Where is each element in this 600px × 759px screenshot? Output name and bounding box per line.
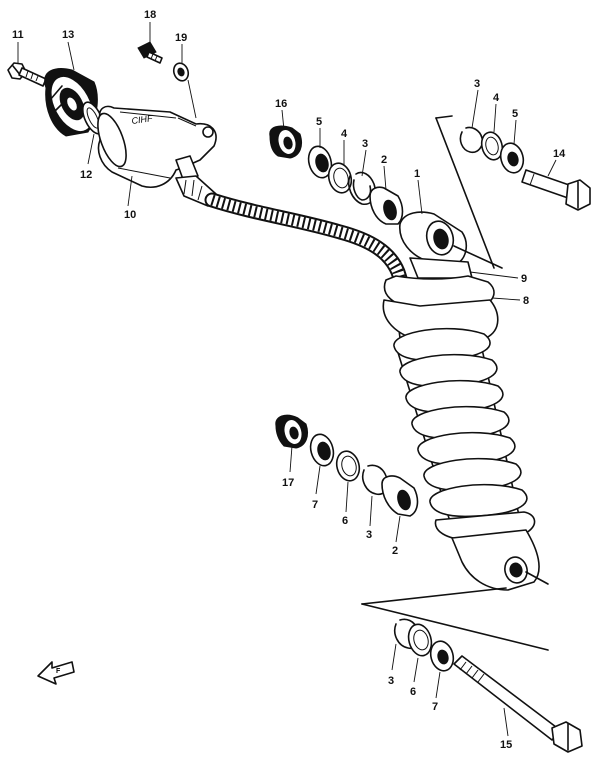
part-6-ring-lower-left [335, 450, 361, 482]
part-18-screw [137, 41, 163, 64]
part-label-15: 15 [500, 739, 512, 751]
part-label-13: 13 [62, 29, 74, 41]
part-11-bolt [7, 62, 47, 87]
part-7-washer-lower-left [309, 433, 335, 467]
part-14-upper-bolt [521, 169, 591, 211]
part-label-5-right: 5 [512, 108, 518, 120]
part-label-3-lower-right: 3 [388, 675, 394, 687]
part-label-7-lower-right: 7 [432, 701, 438, 713]
part-label-8: 8 [523, 295, 529, 307]
part-5-washer-upper [307, 145, 333, 179]
part-label-6-lower-left: 6 [342, 515, 348, 527]
part-1-upper-mount [399, 211, 468, 265]
front-arrow-text: F [56, 668, 61, 675]
part-16-bushing [269, 125, 303, 159]
part-label-11: 11 [12, 29, 24, 41]
part-label-4-right: 4 [493, 92, 500, 104]
part-label-16: 16 [275, 98, 287, 110]
part-label-4-upper: 4 [341, 128, 348, 140]
part-3-circlip-right [459, 126, 484, 154]
part-13-adjuster-knob [44, 68, 98, 137]
part-label-3-right: 3 [474, 78, 480, 90]
part-5-washer-right [499, 142, 525, 174]
part-19-washer [172, 62, 190, 82]
part-10-reservoir: CIHF [97, 105, 217, 188]
part-label-9: 9 [521, 273, 527, 285]
leader-lines [17, 22, 557, 737]
part-label-12: 12 [80, 169, 92, 181]
part-7-washer-lower-right [429, 640, 455, 672]
lower-assembly-lines [361, 571, 549, 651]
part-label-1: 1 [414, 168, 420, 180]
part-label-2-lower: 2 [392, 545, 398, 557]
part-label-3-upper: 3 [362, 138, 368, 150]
part-label-19: 19 [175, 32, 187, 44]
part-label-10: 10 [124, 209, 136, 221]
part-label-5-upper: 5 [316, 116, 322, 128]
part-2-collar-upper [369, 186, 404, 225]
part-4-ring-upper [327, 162, 353, 194]
part-label-17: 17 [282, 477, 294, 489]
part-15-lower-bolt [453, 655, 583, 753]
part-number-labels: 11 13 18 19 12 10 16 5 4 3 2 1 3 4 5 14 … [12, 9, 566, 751]
part-label-6-lower-right: 6 [410, 686, 416, 698]
part-4-ring-right [480, 131, 504, 161]
part-label-14: 14 [553, 148, 566, 160]
part-label-2-upper: 2 [381, 154, 387, 166]
reservoir-embossed-text: CIHF [131, 113, 154, 126]
part-label-18: 18 [144, 9, 156, 21]
part-8-spring [393, 327, 536, 542]
part-6-ring-lower-right [407, 623, 433, 657]
part-17-bushing-lower [275, 414, 309, 449]
front-direction-arrow-icon: F [37, 661, 75, 685]
shock-lower-clevis [451, 529, 540, 591]
part-label-3-lower-left: 3 [366, 529, 372, 541]
upper-assembly-lines [435, 115, 503, 269]
part-label-7-lower-left: 7 [312, 499, 318, 511]
part-2-collar-lower [381, 475, 419, 517]
